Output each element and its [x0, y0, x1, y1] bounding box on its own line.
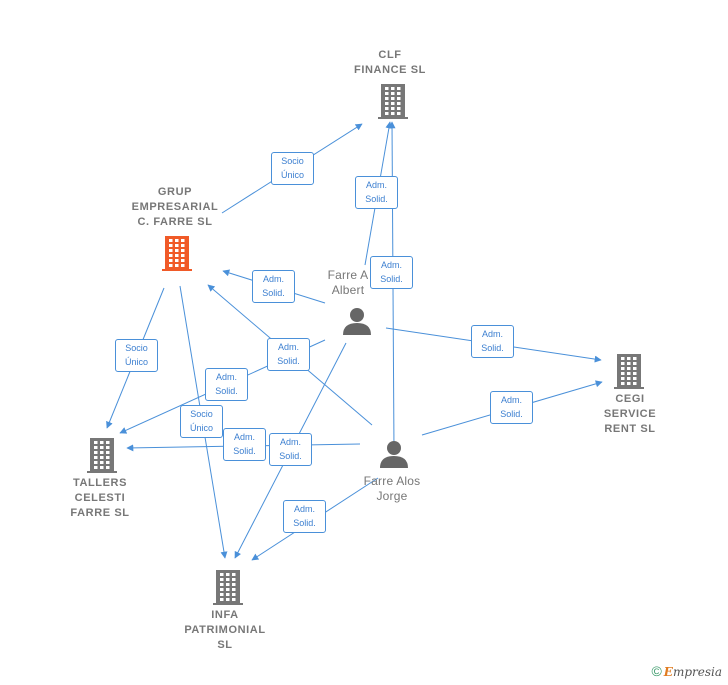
edge-label-albert-clf: Adm. Solid.	[355, 176, 398, 209]
edge-label-jorge-infa: Adm. Solid.	[283, 500, 326, 533]
copyright-icon: ©	[651, 663, 662, 679]
edge-label-albert-tallers: Adm. Solid.	[205, 368, 248, 401]
edge-label-albert-grup: Adm. Solid.	[252, 270, 295, 303]
edge-label-grup-infa: Socio Único	[180, 405, 223, 438]
edge-label-grup-clf: Socio Único	[271, 152, 314, 185]
edge-label-albert-infa: Adm. Solid.	[269, 433, 312, 466]
edge-label-grup-tallers: Socio Único	[115, 339, 158, 372]
edge-label-jorge-grup: Adm. Solid.	[267, 338, 310, 371]
building-icon-tallers[interactable]	[87, 438, 117, 473]
node-label-infa[interactable]: INFA PATRIMONIAL SL	[184, 609, 266, 651]
node-label-jorge[interactable]: Farre Alos Jorge	[363, 474, 421, 503]
node-label-albert[interactable]: Farre A Albert	[327, 268, 369, 297]
node-label-clf[interactable]: CLF FINANCE SL	[354, 49, 426, 76]
edge-label-jorge-cegi: Adm. Solid.	[490, 391, 533, 424]
building-icon-clf[interactable]	[378, 84, 408, 119]
node-label-cegi[interactable]: CEGI SERVICE RENT SL	[603, 393, 657, 435]
edge-label-albert-cegi: Adm. Solid.	[471, 325, 514, 358]
building-icon-cegi[interactable]	[614, 354, 644, 389]
node-label-tallers[interactable]: TALLERS CELESTI FARRE SL	[70, 477, 130, 519]
person-icon-jorge[interactable]	[380, 441, 408, 468]
person-icon-albert[interactable]	[343, 308, 371, 335]
building-icon-infa[interactable]	[213, 570, 243, 605]
brand-logo: Empresia	[663, 665, 722, 679]
footer-brand: ©Empresia	[651, 663, 722, 679]
edge-label-jorge-tallers: Adm. Solid.	[223, 428, 266, 461]
building-icon-grup[interactable]	[162, 236, 192, 271]
edge-label-jorge-clf: Adm. Solid.	[370, 256, 413, 289]
node-label-grup[interactable]: GRUP EMPRESARIAL C. FARRE SL	[131, 186, 219, 228]
